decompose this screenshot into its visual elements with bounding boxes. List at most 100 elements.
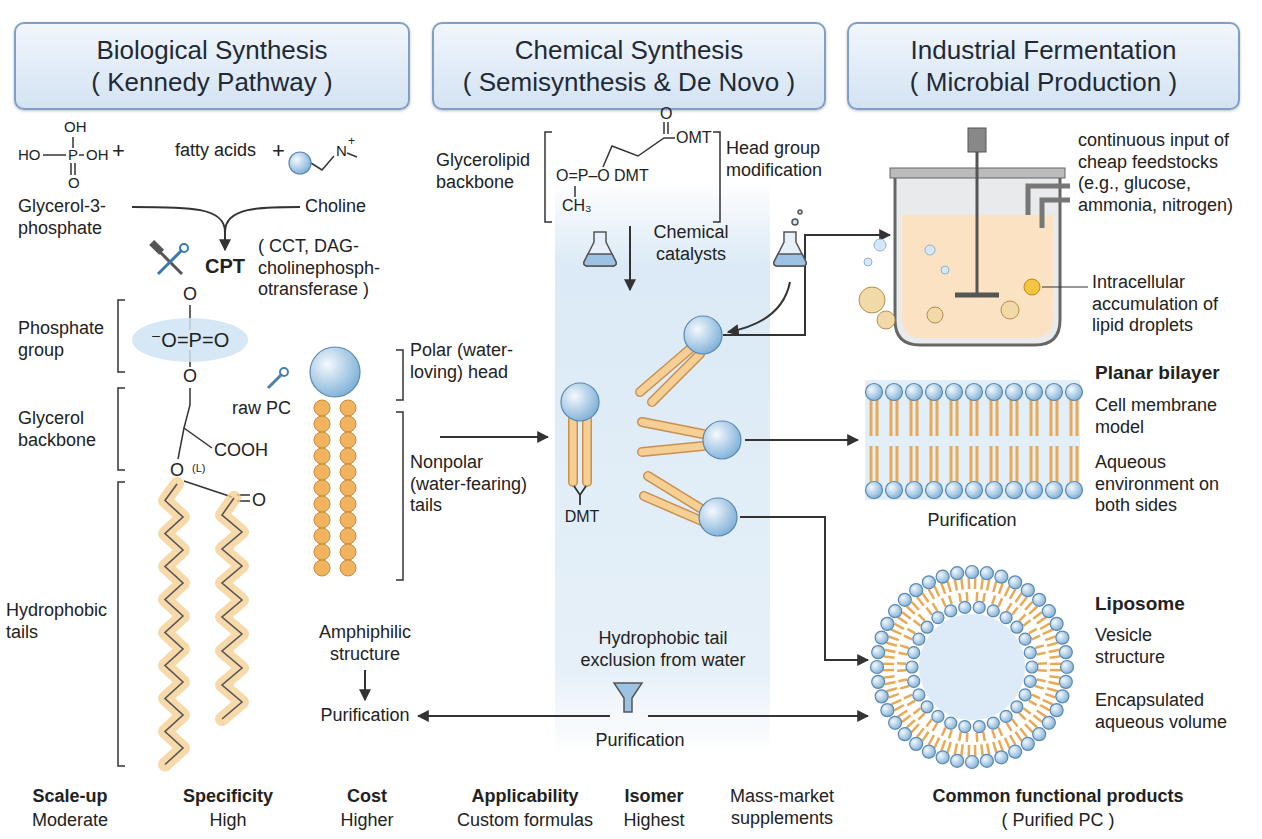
lipid-illustration (904, 636, 912, 640)
flask-icon (798, 210, 802, 214)
lipid-illustration (1033, 593, 1046, 606)
header-box: Biological Synthesis ( Kennedy Pathway ) (14, 22, 410, 110)
lipid-illustration (913, 689, 925, 701)
lipid-illustration (898, 617, 907, 623)
lipid-illustration (898, 653, 907, 655)
text-label: O (183, 284, 197, 306)
lipid-illustration (314, 528, 330, 544)
lipid-illustration (956, 400, 959, 436)
lipid-illustration (921, 621, 933, 633)
lipid-illustration (1070, 446, 1073, 482)
lipid-illustration (933, 723, 938, 731)
lipid-illustration (970, 446, 973, 482)
lipid-illustration (995, 570, 1008, 583)
lipid-illustration (906, 384, 923, 401)
lipid-illustration (936, 446, 939, 482)
text-label: Purification (922, 510, 1022, 532)
lipid-illustration (872, 646, 885, 659)
lipid-illustration (1033, 612, 1042, 619)
lipid-illustration (913, 633, 925, 645)
bilayer-ground (865, 380, 1080, 500)
text-label: Chemical catalysts (645, 222, 737, 265)
text-label: + (272, 138, 285, 164)
lipid-illustration (935, 738, 940, 748)
lipid-illustration (926, 384, 943, 401)
lipid-illustration (340, 544, 356, 560)
lipid-illustration (929, 589, 934, 599)
lipid-illustration (911, 602, 918, 610)
lipid-illustration (1050, 704, 1063, 717)
tool-icon (149, 240, 164, 255)
lipid-illustration (900, 686, 909, 689)
heading-label: Isomer (604, 786, 704, 808)
bioreactor (1001, 301, 1019, 319)
lipid-illustration (1010, 735, 1015, 745)
tool-icon (268, 374, 282, 388)
lipid-illustration (642, 422, 703, 434)
lipid-illustration (1020, 597, 1027, 606)
lipid-illustration (1024, 708, 1031, 714)
lipid-illustration (946, 482, 963, 499)
lipid-illustration (584, 420, 591, 482)
lipid-illustration (1037, 617, 1046, 623)
text-label: raw PC (232, 398, 291, 420)
text-label: O (68, 174, 80, 192)
flask-icon (774, 254, 806, 266)
lipid-illustration (902, 715, 911, 722)
lipid-illustration (886, 643, 897, 646)
text-label: Cell membrane model (1095, 395, 1225, 438)
bond-line (43, 154, 66, 156)
lipid-illustration (881, 617, 894, 630)
lipid-illustration (1037, 653, 1046, 655)
arrow (132, 207, 225, 232)
lipid-illustration (1030, 446, 1033, 482)
lipid-illustration (908, 675, 920, 687)
lipid-illustration (1009, 745, 1022, 758)
lipid-illustration (890, 400, 893, 436)
bond-line (311, 156, 334, 170)
lipid-illustration (884, 656, 895, 657)
lipid-illustration (1036, 446, 1039, 482)
lipid-illustration (966, 566, 979, 579)
lipid-illustration (906, 661, 918, 673)
lipid-illustration (165, 152, 1083, 769)
heading-label: CPT (205, 254, 245, 278)
lipid-illustration (1049, 650, 1060, 652)
lipid-illustration (1040, 624, 1050, 629)
lipid-illustration (975, 592, 978, 601)
lipid-illustration (1019, 713, 1025, 719)
lipid-illustration (1020, 728, 1027, 737)
lipid-illustration (980, 754, 993, 767)
lipid-illustration (1036, 400, 1039, 436)
text-label: DMT (614, 166, 649, 185)
lipid-illustration (891, 700, 901, 705)
tool-icon (158, 250, 182, 274)
bioreactor (925, 245, 935, 255)
lipid-illustration (1016, 400, 1019, 436)
lipid-illustration (975, 733, 978, 742)
lipid-illustration (946, 384, 963, 401)
bioreactor (976, 140, 979, 295)
flask-icon (774, 232, 806, 266)
lipid-illustration (876, 446, 879, 482)
tool-icon (180, 244, 188, 252)
lipid-illustration (1025, 602, 1032, 610)
lipid-illustration (974, 745, 977, 756)
lipid-illustration (967, 745, 970, 756)
text-label: O (252, 490, 266, 512)
heading-label: Specificity (163, 786, 293, 808)
lipid-illustration (907, 720, 915, 727)
lipid-illustration (1038, 662, 1047, 665)
lipid-illustration (983, 732, 985, 741)
text-label: ⁻O=P=O (130, 328, 250, 352)
lipid-illustration (1059, 646, 1072, 659)
lipid-illustration (314, 416, 330, 432)
bioreactor (877, 311, 895, 329)
text-label: Nonpolar (water-fearing) tails (410, 452, 534, 517)
lipid-illustration (1056, 690, 1069, 703)
lipid-illustration (1066, 384, 1083, 401)
lipid-illustration (896, 446, 899, 482)
lipid-illustration (165, 484, 183, 765)
lipid-illustration (973, 721, 985, 733)
text-label: Phosphate group (18, 318, 116, 361)
